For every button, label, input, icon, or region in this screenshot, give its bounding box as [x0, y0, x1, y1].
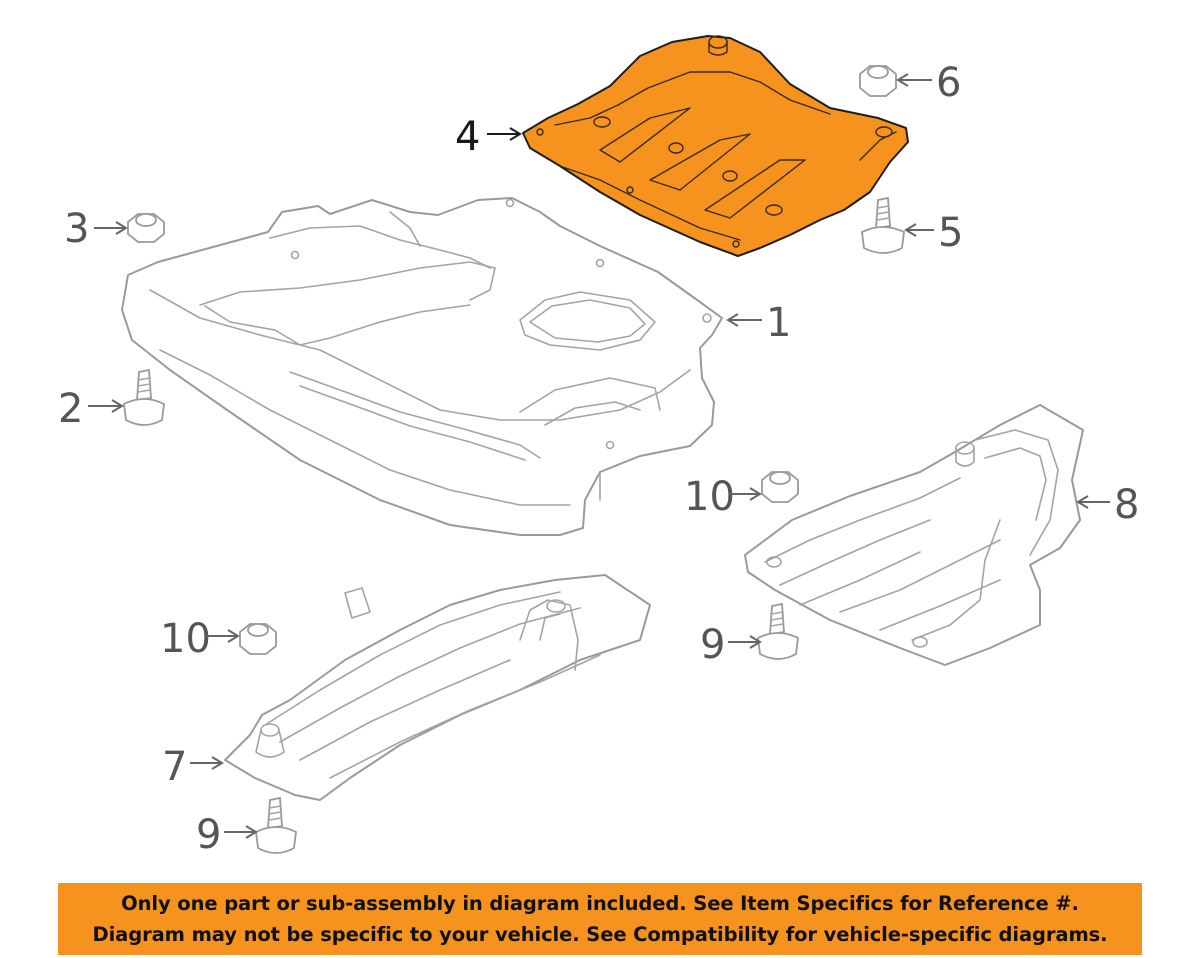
svg-text:3: 3 [64, 206, 89, 252]
callout-9-right: 9 [700, 622, 762, 668]
svg-text:5: 5 [938, 210, 963, 256]
nut-6-icon[interactable] [859, 65, 897, 97]
svg-text:6: 6 [936, 60, 961, 106]
bolt-9-right-icon[interactable] [757, 602, 799, 660]
svg-text:8: 8 [1114, 482, 1139, 528]
callout-5: 5 [904, 210, 963, 256]
svg-text:4: 4 [455, 114, 480, 160]
svg-text:7: 7 [162, 744, 187, 790]
callout-3: 3 [64, 206, 128, 252]
callout-4: 4 [455, 114, 522, 160]
svg-text:9: 9 [700, 622, 725, 668]
disclaimer-line-1: Only one part or sub-assembly in diagram… [121, 892, 1079, 915]
nut-10-right-icon[interactable] [761, 471, 799, 503]
svg-text:2: 2 [58, 386, 83, 432]
svg-text:10: 10 [160, 616, 211, 662]
part-4-highlighted-shield[interactable] [522, 35, 909, 257]
svg-text:1: 1 [766, 300, 791, 346]
nut-3-icon[interactable] [127, 213, 165, 243]
callout-8: 8 [1076, 482, 1139, 528]
disclaimer-banner: Only one part or sub-assembly in diagram… [58, 883, 1142, 955]
svg-text:10: 10 [684, 474, 735, 520]
callout-6: 6 [896, 60, 961, 106]
disclaimer-line-2: Diagram may not be specific to your vehi… [92, 923, 1108, 946]
callout-10-right: 10 [684, 474, 762, 520]
part-8-right-shield[interactable] [744, 404, 1084, 666]
bolt-2-icon[interactable] [123, 368, 165, 426]
svg-text:9: 9 [196, 812, 221, 858]
callout-10-left: 10 [160, 616, 240, 662]
callout-2: 2 [58, 386, 124, 432]
part-7-left-shield[interactable] [224, 574, 651, 801]
nut-10-left-icon[interactable] [239, 623, 277, 655]
callout-7: 7 [162, 744, 224, 790]
bolt-9-left-icon[interactable] [255, 796, 297, 854]
bolt-5-icon[interactable] [861, 196, 905, 254]
callout-9-left: 9 [196, 812, 258, 858]
part-1-main-shield[interactable] [121, 197, 723, 536]
parts-diagram: 1 2 3 4 5 6 7 8 9 9 [58, 35, 1139, 858]
callout-1: 1 [726, 300, 791, 346]
